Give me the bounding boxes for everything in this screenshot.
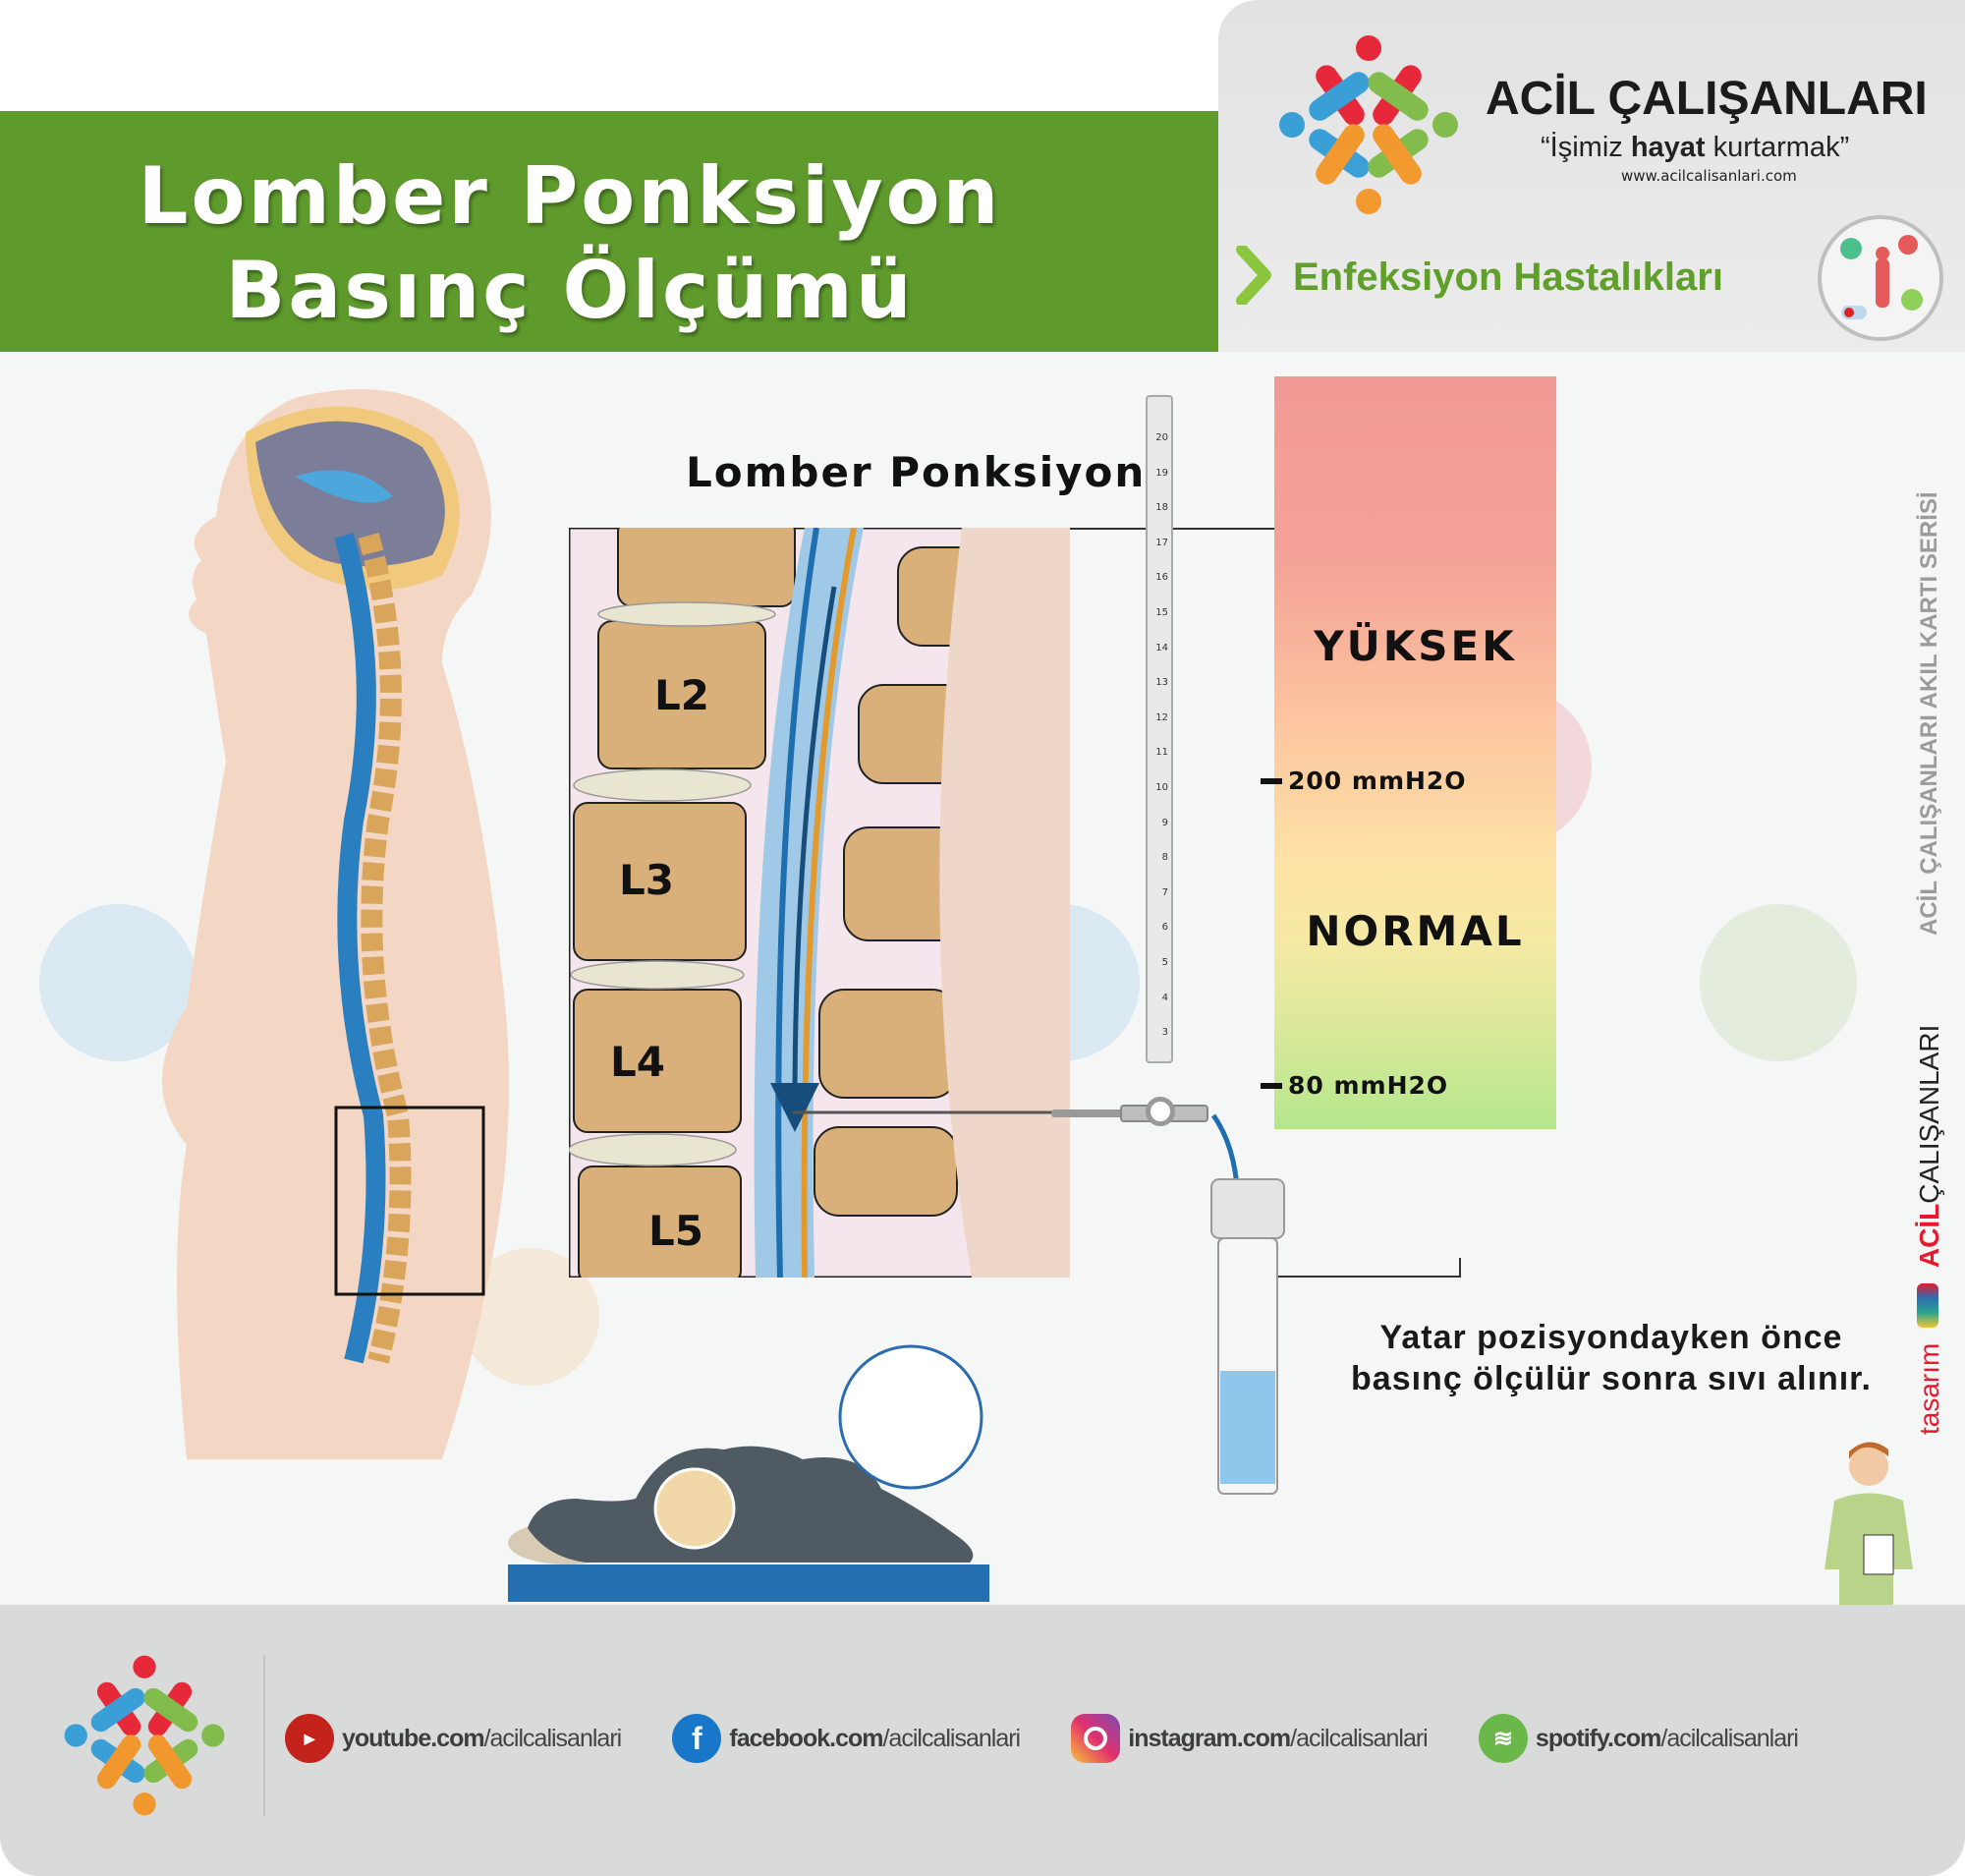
brand-tagline: “İşimiz hayat kurtarmak” bbox=[1541, 132, 1850, 163]
footer-divider bbox=[263, 1655, 265, 1816]
body-sagittal-illustration bbox=[162, 389, 509, 1459]
manometer-tick-label: 15 bbox=[1155, 607, 1168, 618]
patient-lateral-decubitus-illustration bbox=[508, 1344, 989, 1602]
manometer-tick-label: 8 bbox=[1161, 852, 1168, 864]
manometer-tick-label: 16 bbox=[1155, 572, 1168, 584]
manometer-tick-label: 17 bbox=[1155, 537, 1168, 548]
vertebra-label-l5: L5 bbox=[648, 1207, 703, 1255]
manometer-tick-label: 7 bbox=[1161, 886, 1168, 898]
footer-logo bbox=[64, 1655, 225, 1816]
manometer-tick-label: 11 bbox=[1155, 747, 1168, 759]
youtube-icon: ▶ bbox=[285, 1714, 334, 1763]
manometer-tick-label: 6 bbox=[1161, 922, 1168, 934]
facebook-icon: f bbox=[672, 1714, 722, 1763]
title-banner: Lomber Ponksiyon Basınç Ölçümü bbox=[0, 111, 1218, 352]
series-label: ACİL ÇALIŞANLARI AKIL KARTI SERİSİ bbox=[1916, 491, 1942, 936]
palette-icon bbox=[1917, 1282, 1938, 1328]
brand-url[interactable]: www.acilcalisanlari.com bbox=[1621, 167, 1797, 185]
youtube-link[interactable]: ▶ youtube.com/acilcalisanlari bbox=[285, 1714, 622, 1763]
threshold-200: 200 mmH2O bbox=[1261, 767, 1467, 795]
collection-tube bbox=[1210, 1113, 1285, 1495]
instagram-link[interactable]: instagram.com/acilcalisanlari bbox=[1071, 1714, 1429, 1763]
manometer-tick-label: 20 bbox=[1155, 432, 1168, 443]
manometer-tick-label: 3 bbox=[1161, 1027, 1168, 1039]
instruction-text: Yatar pozisyondayken önce basınç ölçülür… bbox=[1307, 1317, 1916, 1399]
zone-normal-label: NORMAL bbox=[1306, 907, 1525, 955]
category-label: Enfeksiyon Hastalıkları bbox=[1293, 256, 1723, 299]
manometer-tick-label: 10 bbox=[1155, 782, 1168, 793]
page-title-line2: Basınç Ölçümü bbox=[225, 245, 915, 336]
manometer-tick-label: 14 bbox=[1155, 642, 1168, 654]
brand-logo bbox=[1279, 35, 1458, 214]
vertebra-label-l3: L3 bbox=[619, 856, 674, 904]
design-credit: tasarım ACİLÇALIŞANLARI bbox=[1914, 1024, 1944, 1435]
zone-high-label: YÜKSEK bbox=[1314, 622, 1517, 670]
manometer-tick-label: 13 bbox=[1155, 677, 1168, 689]
manometer-tick-label: 18 bbox=[1155, 502, 1168, 514]
vertebra-label-l2: L2 bbox=[654, 671, 709, 719]
infection-icon bbox=[1818, 215, 1943, 341]
pressure-scale-bar: YÜKSEK 200 mmH2O NORMAL 80 mmH2O bbox=[1261, 376, 1556, 1129]
manometer-tube: 20 19 18 17 16 15 14 13 12 11 10 9 8 7 6 5 4 3 bbox=[1146, 395, 1173, 1063]
manometer-tick-label: 12 bbox=[1155, 711, 1168, 723]
lumbar-spine-inset bbox=[569, 528, 1070, 1278]
page-title-line1: Lomber Ponksiyon bbox=[138, 150, 1002, 242]
manometer-tick-label: 4 bbox=[1161, 992, 1168, 1003]
instagram-icon bbox=[1071, 1714, 1121, 1763]
spotify-icon: ≋ bbox=[1478, 1714, 1528, 1763]
threshold-80: 80 mmH2O bbox=[1261, 1071, 1448, 1100]
brand-name: ACİL ÇALIŞANLARI bbox=[1486, 73, 1928, 125]
chevron-right-icon bbox=[1236, 246, 1271, 305]
spotify-link[interactable]: ≋ spotify.com/acilcalisanlari bbox=[1478, 1714, 1799, 1763]
facebook-link[interactable]: f facebook.com/acilcalisanlari bbox=[672, 1714, 1021, 1763]
stopcock-valve bbox=[1146, 1097, 1175, 1126]
diagram-title: Lomber Ponksiyon bbox=[686, 448, 1147, 496]
manometer-tick-label: 5 bbox=[1161, 957, 1168, 968]
inset-bracket bbox=[1274, 1258, 1461, 1278]
instruction-line2: basınç ölçülür sonra sıvı alınır. bbox=[1351, 1360, 1872, 1397]
social-links: ▶ youtube.com/acilcalisanlari f facebook… bbox=[285, 1714, 1799, 1763]
instruction-line1: Yatar pozisyondayken önce bbox=[1379, 1319, 1843, 1356]
vertebra-label-l4: L4 bbox=[610, 1038, 665, 1086]
manometer-tick-label: 9 bbox=[1161, 817, 1168, 828]
manometer-tick-label: 19 bbox=[1155, 467, 1168, 479]
